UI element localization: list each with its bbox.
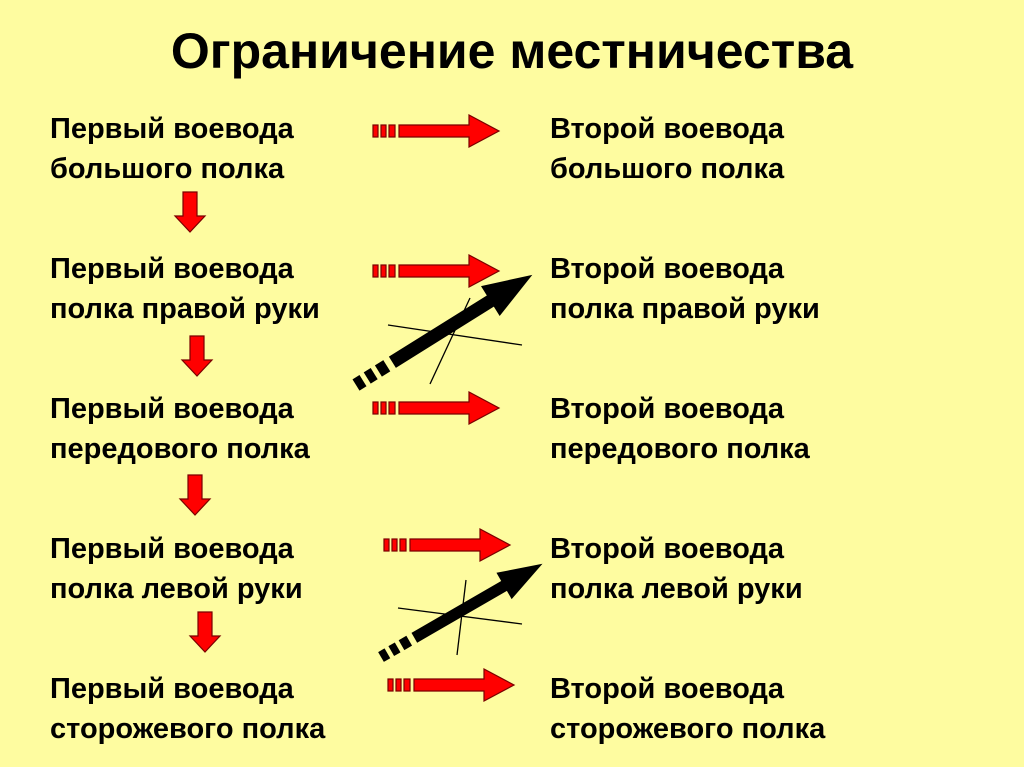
- slide-title: Ограничение местничества: [170, 23, 854, 79]
- arrow-diagonal-icon: [346, 259, 542, 400]
- arrow-right-icon: [372, 114, 500, 148]
- arrow-right-icon: [372, 391, 500, 425]
- cross-out-line: [456, 579, 467, 656]
- cross-out-line: [429, 297, 471, 385]
- arrow-down-icon: [174, 191, 206, 233]
- arrow-down-icon: [181, 335, 213, 377]
- arrow-down-icon: [189, 611, 221, 653]
- arrow-right-icon: [387, 668, 515, 702]
- arrow-down-icon: [179, 474, 211, 516]
- cross-out-line: [387, 324, 523, 346]
- cross-out-line: [397, 607, 523, 625]
- arrow-right-icon: [383, 528, 511, 562]
- arrow-right-icon: [372, 254, 500, 288]
